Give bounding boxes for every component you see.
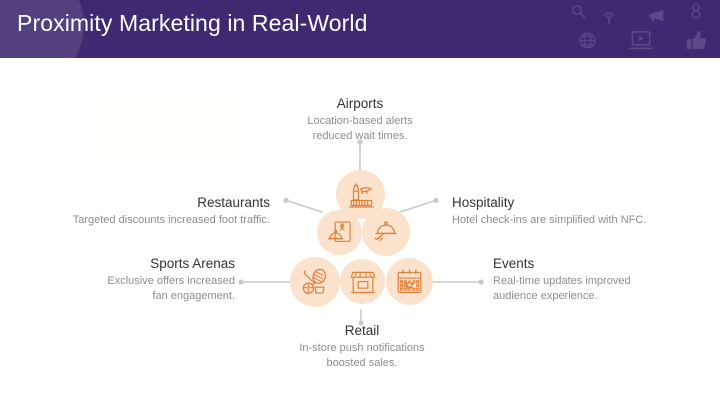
node-retail[interactable] <box>340 259 385 304</box>
header-glow-circle <box>0 0 84 58</box>
sports-equipment-icon <box>299 266 331 298</box>
label-airports: Airports Location-based alerts reduced w… <box>250 95 470 143</box>
label-restaurants-desc: Targeted discounts increased foot traffi… <box>72 214 270 226</box>
label-hospitality-title: Hospitality <box>452 195 515 210</box>
label-sports-arenas-desc: Exclusive offers increased fan engagemen… <box>107 275 235 302</box>
label-sports-arenas-title: Sports Arenas <box>150 256 235 271</box>
restaurant-menu-icon <box>326 219 354 247</box>
label-restaurants: Restaurants Targeted discounts increased… <box>20 194 270 228</box>
label-retail-desc: In-store push notifications boosted sale… <box>299 342 425 369</box>
globe-icon <box>578 31 597 50</box>
video-player-icon <box>628 30 654 52</box>
link-icon <box>688 2 704 20</box>
megaphone-icon <box>648 8 668 24</box>
label-events-desc: Real-time updates improved audience expe… <box>493 275 631 302</box>
label-events-title: Events <box>493 256 535 271</box>
search-icon <box>570 3 587 20</box>
signal-tower-icon <box>600 8 618 26</box>
label-airports-title: Airports <box>336 96 384 111</box>
diagram-canvas: Airports Location-based alerts reduced w… <box>0 60 720 405</box>
faint-placeholder-rect <box>96 90 244 156</box>
connector-restaurants <box>287 200 323 213</box>
label-sports-arenas: Sports Arenas Exclusive offers increased… <box>60 255 235 303</box>
slide-header-bar: Proximity Marketing in Real-World <box>0 0 720 58</box>
label-airports-desc: Location-based alerts reduced wait times… <box>307 115 413 142</box>
node-events[interactable] <box>386 258 433 305</box>
thumbs-up-icon <box>685 30 707 51</box>
node-hospitality[interactable] <box>362 208 410 256</box>
storefront-icon <box>349 268 377 296</box>
connector-lines-group <box>238 139 484 326</box>
node-restaurants[interactable] <box>317 210 362 255</box>
connector-hospitality <box>399 200 435 213</box>
room-service-cloche-icon <box>371 217 401 247</box>
airport-control-tower-icon <box>346 180 376 210</box>
label-restaurants-title: Restaurants <box>197 195 270 210</box>
page-title: Proximity Marketing in Real-World <box>17 10 368 36</box>
node-sports-arenas[interactable] <box>290 257 340 307</box>
label-retail-title: Retail <box>344 323 380 338</box>
label-retail: Retail In-store push notifications boost… <box>252 322 472 370</box>
label-hospitality-desc: Hotel check-ins are simplified with NFC. <box>452 214 647 226</box>
label-events: Events Real-time updates improved audien… <box>493 255 693 303</box>
label-hospitality: Hospitality Hotel check-ins are simplifi… <box>452 194 702 228</box>
calendar-star-icon <box>395 267 424 296</box>
